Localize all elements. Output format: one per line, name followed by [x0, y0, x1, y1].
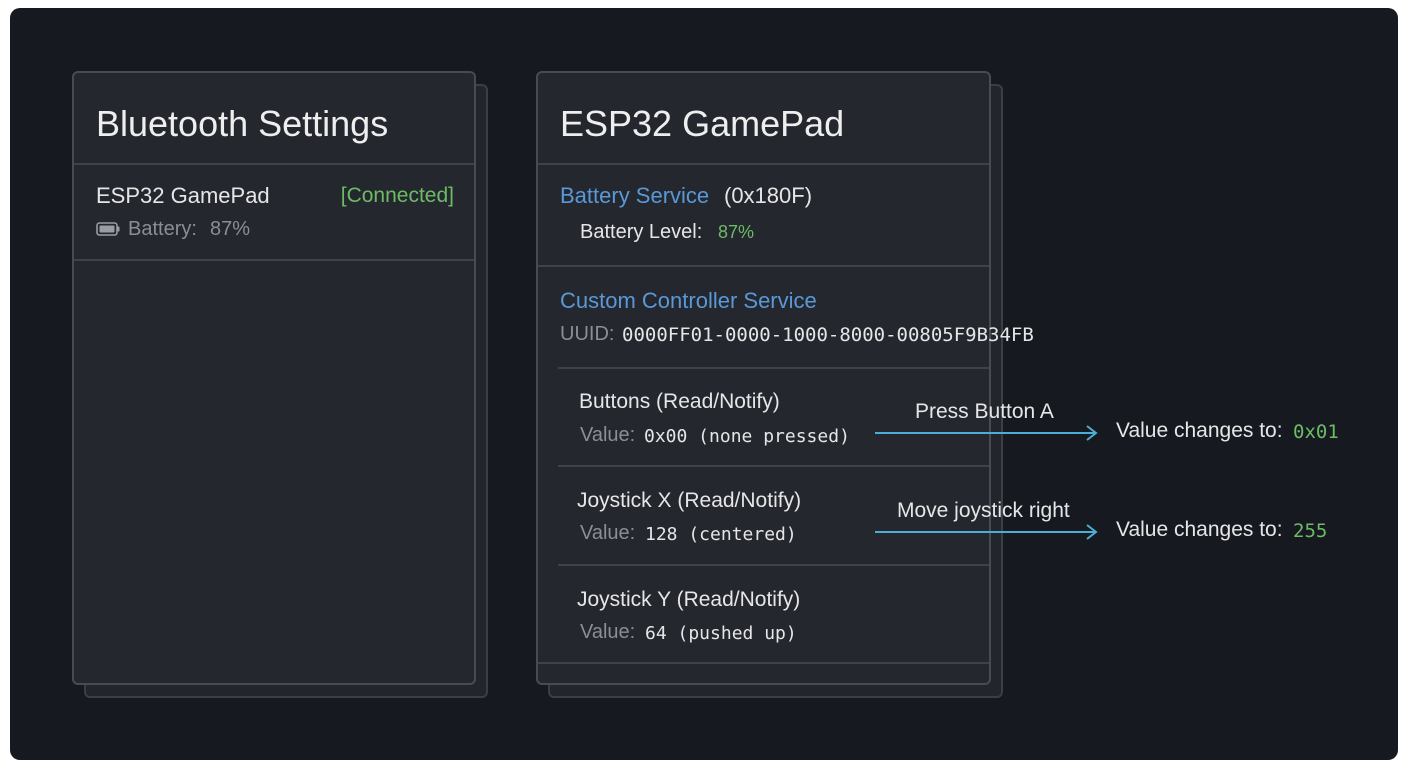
- service-uuid: (0x180F): [724, 183, 813, 208]
- divider: [558, 465, 989, 467]
- divider: [538, 163, 989, 165]
- characteristic-name: Joystick X (Read/Notify): [577, 489, 802, 512]
- uuid-value: 0000FF01-0000-1000-8000-00805F9B34FB: [622, 324, 1034, 346]
- characteristic-buttons[interactable]: Buttons (Read/Notify) Value: 0x00 (none …: [538, 369, 989, 465]
- panel-title: Bluetooth Settings: [96, 103, 389, 144]
- value-label: Value:: [580, 424, 636, 446]
- characteristic-value: 0x00 (none pressed): [644, 426, 850, 447]
- characteristic-value: 128 (centered): [645, 524, 797, 545]
- bluetooth-settings-panel: Bluetooth Settings ESP32 GamePad [Connec…: [72, 71, 476, 685]
- device-row[interactable]: ESP32 GamePad [Connected] Battery: 87%: [74, 165, 474, 259]
- uuid-label: UUID:: [560, 323, 615, 345]
- device-services-panel: ESP32 GamePad Battery Service (0x180F) B…: [536, 71, 1034, 685]
- value-label: Value:: [580, 522, 636, 544]
- service-name: Custom Controller Service: [560, 288, 817, 313]
- annotation-result-label: Value changes to:: [1116, 419, 1283, 442]
- battery-icon: [96, 222, 120, 241]
- battery-level-value: 87%: [718, 222, 755, 242]
- arrow-right-icon: [875, 524, 1098, 540]
- battery-value: 87%: [210, 218, 251, 240]
- divider: [74, 259, 474, 261]
- divider: [558, 564, 989, 566]
- battery-service[interactable]: Battery Service (0x180F) Battery Level: …: [538, 165, 989, 265]
- annotation-action: Press Button A: [915, 400, 1054, 423]
- device-name: ESP32 GamePad: [96, 183, 270, 208]
- canvas: Bluetooth Settings ESP32 GamePad [Connec…: [10, 8, 1398, 760]
- annotation-action: Move joystick right: [897, 499, 1070, 522]
- characteristic-joystick-x[interactable]: Joystick X (Read/Notify) Value: 128 (cen…: [538, 467, 989, 564]
- arrow-right-icon: [875, 425, 1098, 441]
- divider: [74, 163, 474, 165]
- annotation-result-value: 0x01: [1293, 421, 1339, 443]
- custom-controller-service[interactable]: Custom Controller Service UUID: 0000FF01…: [538, 267, 1034, 367]
- annotation-result-label: Value changes to:: [1116, 518, 1283, 541]
- characteristic-name: Joystick Y (Read/Notify): [577, 588, 801, 611]
- annotation-result-value: 255: [1293, 520, 1328, 542]
- characteristic-joystick-y[interactable]: Joystick Y (Read/Notify) Value: 64 (push…: [538, 566, 989, 662]
- characteristic-name: Buttons (Read/Notify): [579, 390, 780, 413]
- connection-status-badge: [Connected]: [340, 184, 454, 207]
- divider: [558, 367, 989, 369]
- divider: [538, 662, 989, 664]
- service-name: Battery Service: [560, 183, 710, 208]
- characteristic-value: 64 (pushed up): [645, 623, 797, 644]
- battery-level-label: Battery Level:: [580, 221, 703, 243]
- panel-title: ESP32 GamePad: [560, 103, 845, 144]
- value-label: Value:: [580, 621, 636, 643]
- battery-label: Battery:: [128, 218, 197, 240]
- divider: [538, 265, 989, 267]
